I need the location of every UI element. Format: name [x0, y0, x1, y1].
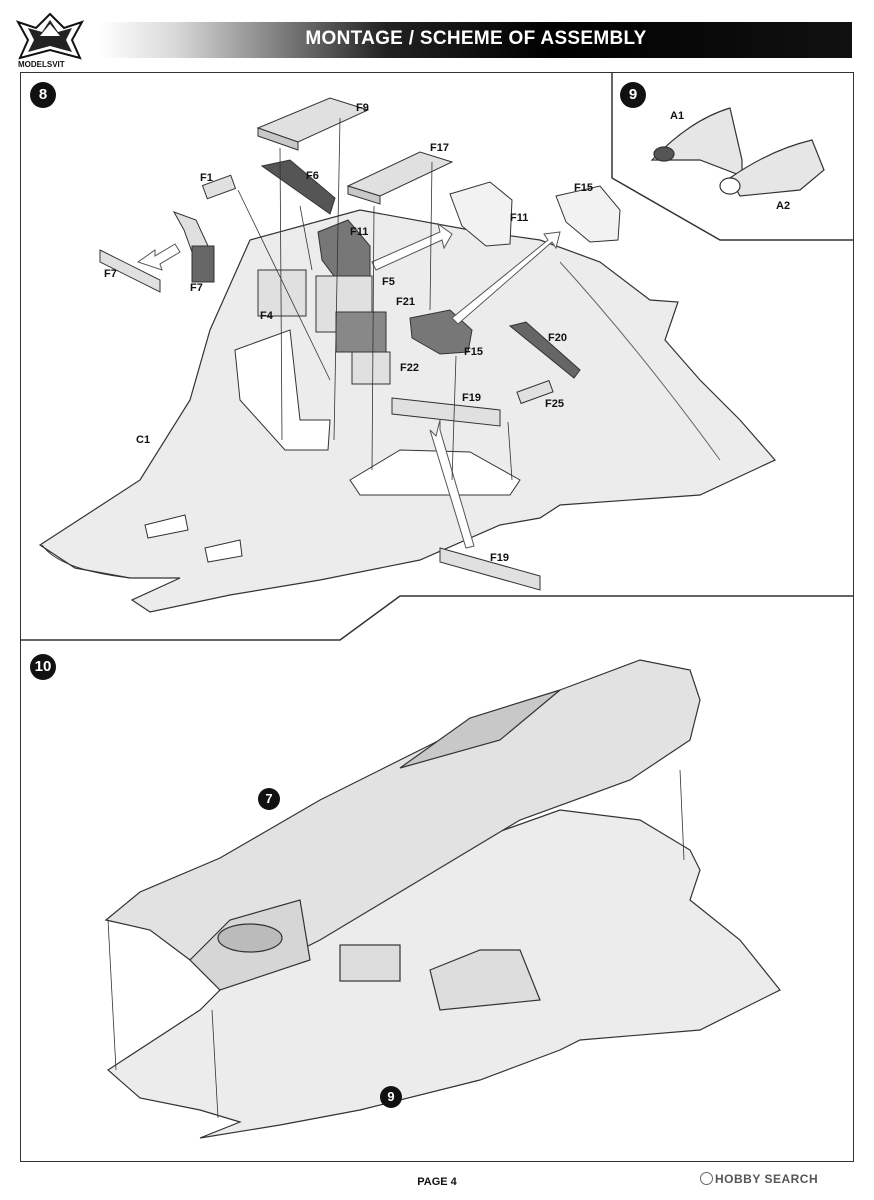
part-label-f5: F5	[382, 276, 395, 288]
watermark-circle-icon	[700, 1172, 713, 1185]
part-label-c1: C1	[136, 434, 151, 446]
part-label-f7-a: F7	[104, 268, 117, 280]
page-number: PAGE 4	[417, 1176, 457, 1188]
part-label-f15-a: F15	[574, 182, 593, 194]
part-label-f11-b: F11	[510, 212, 529, 224]
watermark-text: HOBBY SEARCH	[715, 1172, 819, 1186]
modelsvit-logo	[15, 12, 85, 60]
part-label-a2: A2	[776, 200, 791, 212]
part-label-f17: F17	[430, 142, 449, 154]
ref-step-7-badge: 7	[258, 788, 280, 810]
ref-step-9-badge: 9	[380, 1086, 402, 1108]
instruction-frame	[20, 72, 854, 1162]
step-8-badge: 8	[30, 82, 56, 108]
part-label-f6: F6	[306, 170, 319, 182]
part-label-f7-b: F7	[190, 282, 203, 294]
part-label-f4: F4	[260, 310, 273, 322]
part-label-f25: F25	[545, 398, 564, 410]
part-label-f21: F21	[396, 296, 415, 308]
page-title: MONTAGE / SCHEME OF ASSEMBLY	[305, 28, 647, 49]
part-label-f1: F1	[200, 172, 213, 184]
part-label-f20: F20	[548, 332, 567, 344]
step-9-badge: 9	[620, 82, 646, 108]
part-label-f19-b: F19	[490, 552, 509, 564]
part-label-f9: F9	[356, 102, 369, 114]
watermark: HOBBY SEARCH	[700, 1172, 818, 1186]
part-label-f11-a: F11	[350, 226, 369, 238]
step-10-badge: 10	[30, 654, 56, 680]
brand-text: MODELSVIT	[18, 60, 65, 69]
part-label-f15-b: F15	[464, 346, 483, 358]
part-label-f19-a: F19	[462, 392, 481, 404]
part-label-f22: F22	[400, 362, 419, 374]
header-bar: MONTAGE / SCHEME OF ASSEMBLY	[100, 22, 852, 58]
part-label-a1: A1	[670, 110, 685, 122]
